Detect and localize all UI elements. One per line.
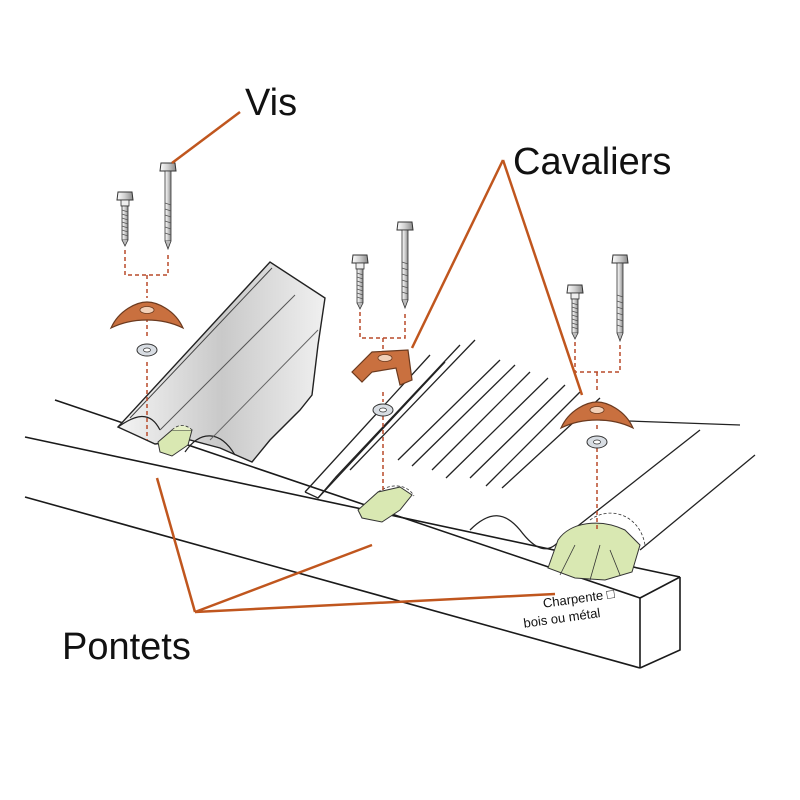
screw-long-1 xyxy=(159,162,177,250)
washer-2 xyxy=(372,403,394,417)
sheet-large-wave xyxy=(116,261,326,463)
label-vis: Vis xyxy=(245,82,298,124)
pontet-3 xyxy=(547,512,646,581)
alignment-dashes xyxy=(124,250,621,530)
label-cavaliers: Cavaliers xyxy=(513,141,672,183)
pontet-2 xyxy=(357,485,415,523)
screw-short-2 xyxy=(351,254,369,310)
washer-3 xyxy=(586,435,608,449)
pontet-1 xyxy=(157,425,193,457)
sheet-trapezoidal xyxy=(304,339,601,499)
screw-short-3 xyxy=(566,284,584,340)
washer-1 xyxy=(136,343,158,357)
cavalier-angular xyxy=(351,349,413,386)
screw-long-3 xyxy=(611,254,629,342)
cavalier-curved-1 xyxy=(110,301,184,329)
screw-short-1 xyxy=(116,191,134,247)
cavalier-curved-2 xyxy=(560,401,634,429)
screw-long-2 xyxy=(396,221,414,309)
label-pontets: Pontets xyxy=(62,626,191,668)
leader-lines xyxy=(155,111,584,614)
